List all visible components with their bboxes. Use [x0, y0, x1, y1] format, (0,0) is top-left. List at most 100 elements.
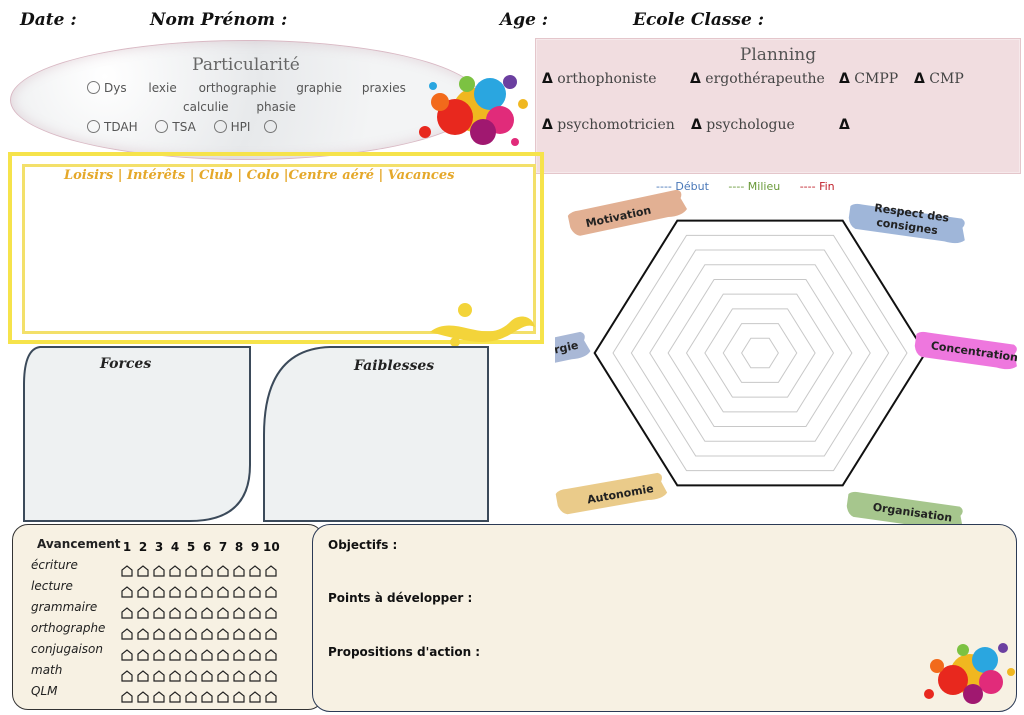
house-icon[interactable] [137, 688, 149, 703]
house-icon[interactable] [233, 562, 245, 577]
house-icon[interactable] [121, 688, 133, 703]
avancement-number-5: 5 [186, 540, 196, 554]
house-icon[interactable] [121, 667, 133, 682]
house-icon[interactable] [169, 583, 181, 598]
house-icon[interactable] [137, 646, 149, 661]
house-icon[interactable] [217, 604, 229, 619]
house-icon[interactable] [217, 667, 229, 682]
particularite-line3: TDAH TSA HPI [87, 120, 281, 134]
avancement-number-7: 7 [218, 540, 228, 554]
house-icon[interactable] [121, 625, 133, 640]
avancement-number-1: 1 [122, 540, 132, 554]
house-icon[interactable] [201, 667, 213, 682]
house-icon[interactable] [265, 562, 277, 577]
house-icon[interactable] [169, 646, 181, 661]
avancement-row-label: lecture [31, 579, 73, 593]
house-icon[interactable] [233, 583, 245, 598]
house-icon[interactable] [153, 562, 165, 577]
house-icon[interactable] [121, 646, 133, 661]
house-icon[interactable] [201, 688, 213, 703]
house-icon[interactable] [217, 646, 229, 661]
calculie-label: calculie [183, 100, 229, 114]
avancement-row-label: math [31, 663, 63, 677]
house-icon[interactable] [137, 604, 149, 619]
house-icon[interactable] [137, 625, 149, 640]
tdah-label: TDAH [104, 120, 138, 134]
radar-ring [612, 234, 908, 472]
planning-item-orthophoniste: Δ orthophoniste [542, 71, 657, 87]
house-icon[interactable] [201, 646, 213, 661]
house-icon[interactable] [265, 646, 277, 661]
house-icon[interactable] [233, 667, 245, 682]
house-icon[interactable] [217, 562, 229, 577]
house-icon[interactable] [185, 667, 197, 682]
dys-checkbox[interactable] [87, 81, 100, 94]
house-icon[interactable] [169, 604, 181, 619]
loisirs-title: Loisirs | Intérêts | Club | Colo |Centre… [64, 168, 455, 183]
yellow-ornament [430, 303, 535, 347]
house-icon[interactable] [169, 625, 181, 640]
avancement-number-2: 2 [138, 540, 148, 554]
hpi-label: HPI [230, 120, 251, 134]
house-icon[interactable] [217, 625, 229, 640]
house-icon[interactable] [201, 625, 213, 640]
house-icon[interactable] [169, 688, 181, 703]
house-icon[interactable] [233, 688, 245, 703]
house-icon[interactable] [265, 583, 277, 598]
house-icon[interactable] [121, 562, 133, 577]
house-icon[interactable] [185, 646, 197, 661]
avancement-row-label: écriture [31, 558, 78, 572]
radar-ring [630, 249, 890, 457]
house-icon[interactable] [201, 583, 213, 598]
house-icon[interactable] [249, 604, 261, 619]
tsa-checkbox[interactable] [155, 120, 169, 133]
house-icon[interactable] [265, 604, 277, 619]
house-icon[interactable] [201, 604, 213, 619]
avancement-row-conjugaison: conjugaison [31, 639, 321, 661]
house-icon[interactable] [265, 667, 277, 682]
house-icon[interactable] [265, 688, 277, 703]
house-icon[interactable] [185, 688, 197, 703]
house-icon[interactable] [169, 562, 181, 577]
house-icon[interactable] [217, 583, 229, 598]
tsa-label: TSA [172, 120, 196, 134]
house-icon[interactable] [153, 646, 165, 661]
house-icon[interactable] [185, 604, 197, 619]
house-icon[interactable] [233, 625, 245, 640]
house-icon[interactable] [249, 667, 261, 682]
house-icon[interactable] [185, 583, 197, 598]
planning-title: Planning [739, 45, 817, 65]
house-icon[interactable] [217, 688, 229, 703]
house-icon[interactable] [169, 667, 181, 682]
house-icon[interactable] [249, 625, 261, 640]
house-icon[interactable] [137, 562, 149, 577]
house-icon[interactable] [137, 583, 149, 598]
house-icon[interactable] [153, 625, 165, 640]
radar-ring [667, 278, 853, 428]
house-icon[interactable] [153, 688, 165, 703]
hpi-checkbox[interactable] [213, 120, 227, 133]
house-icon[interactable] [249, 646, 261, 661]
house-icon[interactable] [265, 625, 277, 640]
tdah-checkbox[interactable] [87, 120, 100, 133]
house-icon[interactable] [185, 562, 197, 577]
house-icon[interactable] [249, 583, 261, 598]
particularite-panel: Particularité Dys lexie orthographie gra… [10, 40, 482, 160]
house-icon[interactable] [121, 604, 133, 619]
house-icon[interactable] [121, 583, 133, 598]
house-icon[interactable] [153, 583, 165, 598]
house-icon[interactable] [201, 562, 213, 577]
house-icon[interactable] [137, 667, 149, 682]
house-icon[interactable] [249, 562, 261, 577]
faiblesses-title: Faiblesses [354, 358, 435, 374]
house-icon[interactable] [153, 604, 165, 619]
phasie-label: phasie [256, 100, 296, 114]
other-checkbox[interactable] [264, 120, 278, 133]
avancement-number-8: 8 [234, 540, 244, 554]
house-icon[interactable] [233, 646, 245, 661]
house-icon[interactable] [153, 667, 165, 682]
avancement-number-4: 4 [170, 540, 180, 554]
house-icon[interactable] [233, 604, 245, 619]
house-icon[interactable] [185, 625, 197, 640]
house-icon[interactable] [249, 688, 261, 703]
